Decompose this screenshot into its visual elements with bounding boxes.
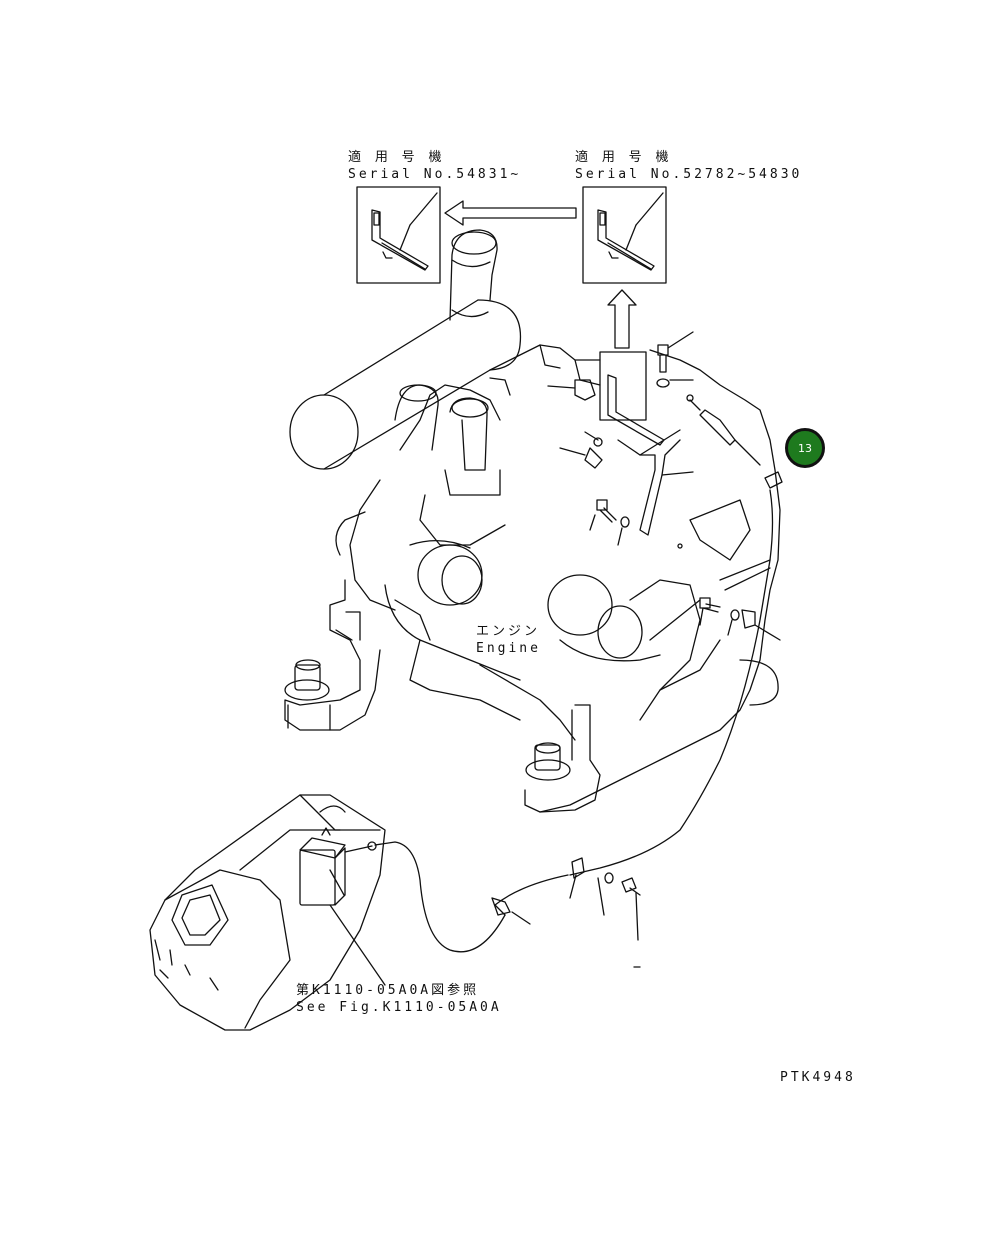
wiring-harness [345, 490, 773, 952]
reference-label-jp: 第K1110-05A0A図参照 [296, 983, 480, 998]
bracket-assembly [575, 345, 782, 628]
inset-right-label-jp: 適 用 号 機 [575, 150, 672, 165]
reference-label-en: See Fig.K1110-05A0A [296, 1000, 502, 1015]
air-cleaner [290, 230, 520, 469]
engine-block [285, 345, 780, 812]
arrow-left-icon [445, 201, 576, 225]
engine-label-jp: エンジン [476, 624, 541, 639]
arrow-up-icon [608, 290, 636, 348]
callout-badge[interactable]: 13 [785, 428, 825, 468]
engine-label-en: Engine [476, 641, 541, 656]
drawing-id: PTK4948 [780, 1070, 856, 1085]
callout-number: 13 [798, 441, 812, 455]
inset-right-label-serial: Serial No.52782~54830 [575, 167, 803, 182]
inset-left-label-serial: Serial No.54831~ [348, 167, 522, 182]
operator-console [150, 795, 385, 1030]
inset-left-label-jp: 適 用 号 機 [348, 150, 445, 165]
inset-box-left [357, 187, 440, 283]
inset-box-right [583, 187, 666, 283]
leader-lines [330, 332, 780, 985]
